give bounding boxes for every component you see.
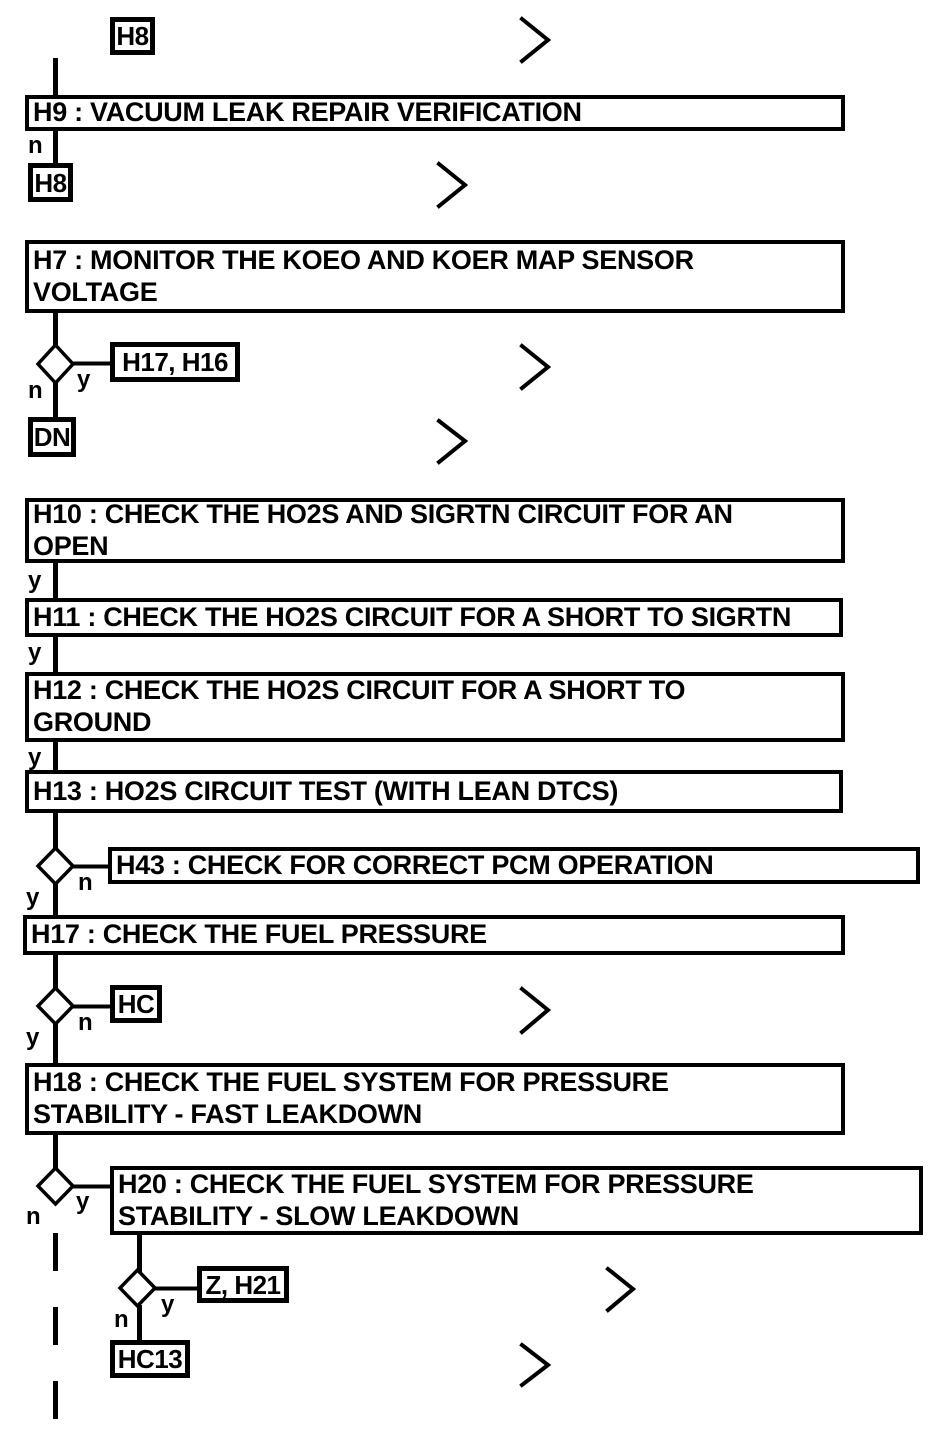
- decision-diamond: [35, 342, 76, 386]
- step-label: H18 : CHECK THE FUEL SYSTEM FOR PRESSURE…: [33, 1067, 669, 1129]
- decision-diamond: [35, 845, 76, 887]
- step-label: H13 : HO2S CIRCUIT TEST (WITH LEAN DTCS): [33, 775, 619, 806]
- off-page-chevron-icon: [436, 161, 469, 209]
- branch-label-n: n: [28, 132, 43, 159]
- branch-label-y: y: [26, 1024, 40, 1051]
- step-box-h18[interactable]: H18 : CHECK THE FUEL SYSTEM FOR PRESSURE…: [25, 1063, 845, 1135]
- branch-label-y: y: [28, 567, 42, 594]
- ref-label: HC13: [117, 1344, 183, 1374]
- ref-box-h17-h16[interactable]: H17, H16: [110, 342, 240, 382]
- flow-lines: [53, 58, 142, 1420]
- off-page-chevron-icon: [605, 1266, 637, 1313]
- off-page-chevron-icon: [519, 986, 552, 1035]
- step-box-h9[interactable]: H9 : VACUUM LEAK REPAIR VERIFICATION: [25, 95, 845, 131]
- step-box-h12[interactable]: H12 : CHECK THE HO2S CIRCUIT FOR A SHORT…: [25, 672, 845, 742]
- step-label: H12 : CHECK THE HO2S CIRCUIT FOR A SHORT…: [33, 675, 686, 737]
- branch-label-n: n: [114, 1306, 129, 1333]
- branch-label-y: y: [161, 1291, 175, 1318]
- ref-box-z-h21[interactable]: Z, H21: [197, 1266, 289, 1303]
- branch-label-n: n: [28, 377, 43, 404]
- branch-label-y: y: [77, 366, 91, 393]
- decision-diamond: [117, 1267, 158, 1309]
- branch-label-n: n: [78, 869, 93, 896]
- ref-box-h8-top[interactable]: H8: [110, 17, 155, 55]
- step-box-h13[interactable]: H13 : HO2S CIRCUIT TEST (WITH LEAN DTCS): [25, 770, 843, 813]
- step-box-h17[interactable]: H17 : CHECK THE FUEL PRESSURE: [23, 915, 845, 955]
- branch-label-n: n: [26, 1203, 41, 1230]
- step-box-h20[interactable]: H20 : CHECK THE FUEL SYSTEM FOR PRESSURE…: [110, 1166, 923, 1235]
- branch-label-y: y: [28, 639, 42, 666]
- branch-label-y: y: [76, 1188, 90, 1215]
- ref-box-hc13[interactable]: HC13: [110, 1340, 190, 1378]
- branch-label-y: y: [26, 884, 40, 911]
- branch-lines: [72, 361, 199, 1291]
- off-page-chevron-icon: [519, 343, 552, 391]
- step-label: H11 : CHECK THE HO2S CIRCUIT FOR A SHORT…: [33, 601, 792, 632]
- decision-diamond: [35, 1165, 76, 1207]
- ref-label: HC: [117, 989, 155, 1019]
- branch-label-y: y: [28, 744, 42, 771]
- ref-label: H8: [116, 21, 149, 51]
- ref-label: H8: [34, 167, 67, 198]
- ref-label: DN: [33, 422, 71, 452]
- ref-label: Z, H21: [205, 1269, 281, 1300]
- off-page-chevron-icon: [436, 418, 469, 465]
- ref-box-hc[interactable]: HC: [110, 985, 162, 1023]
- off-page-chevron-icon: [519, 1342, 552, 1388]
- step-label: H7 : MONITOR THE KOEO AND KOER MAP SENSO…: [33, 244, 694, 307]
- decision-diamonds: [35, 342, 158, 1309]
- step-label: H9 : VACUUM LEAK REPAIR VERIFICATION: [33, 97, 582, 128]
- step-label: H43 : CHECK FOR CORRECT PCM OPERATION: [116, 849, 714, 880]
- ref-box-h8-return[interactable]: H8: [28, 163, 73, 202]
- step-box-h10[interactable]: H10 : CHECK THE HO2S AND SIGRTN CIRCUIT …: [25, 498, 845, 563]
- step-box-h7[interactable]: H7 : MONITOR THE KOEO AND KOER MAP SENSO…: [25, 240, 845, 313]
- step-label: H17 : CHECK THE FUEL PRESSURE: [31, 919, 487, 950]
- off-page-chevron-icon: [519, 16, 552, 64]
- ref-label: H17, H16: [122, 347, 228, 377]
- step-label: H20 : CHECK THE FUEL SYSTEM FOR PRESSURE…: [118, 1168, 754, 1231]
- decision-diamond: [35, 985, 76, 1027]
- ref-box-dn[interactable]: DN: [28, 417, 76, 457]
- off-page-chevrons: [436, 16, 637, 1388]
- step-label: H10 : CHECK THE HO2S AND SIGRTN CIRCUIT …: [33, 498, 733, 561]
- step-box-h43[interactable]: H43 : CHECK FOR CORRECT PCM OPERATION: [108, 847, 920, 884]
- step-box-h11[interactable]: H11 : CHECK THE HO2S CIRCUIT FOR A SHORT…: [25, 598, 843, 637]
- branch-label-n: n: [78, 1009, 93, 1036]
